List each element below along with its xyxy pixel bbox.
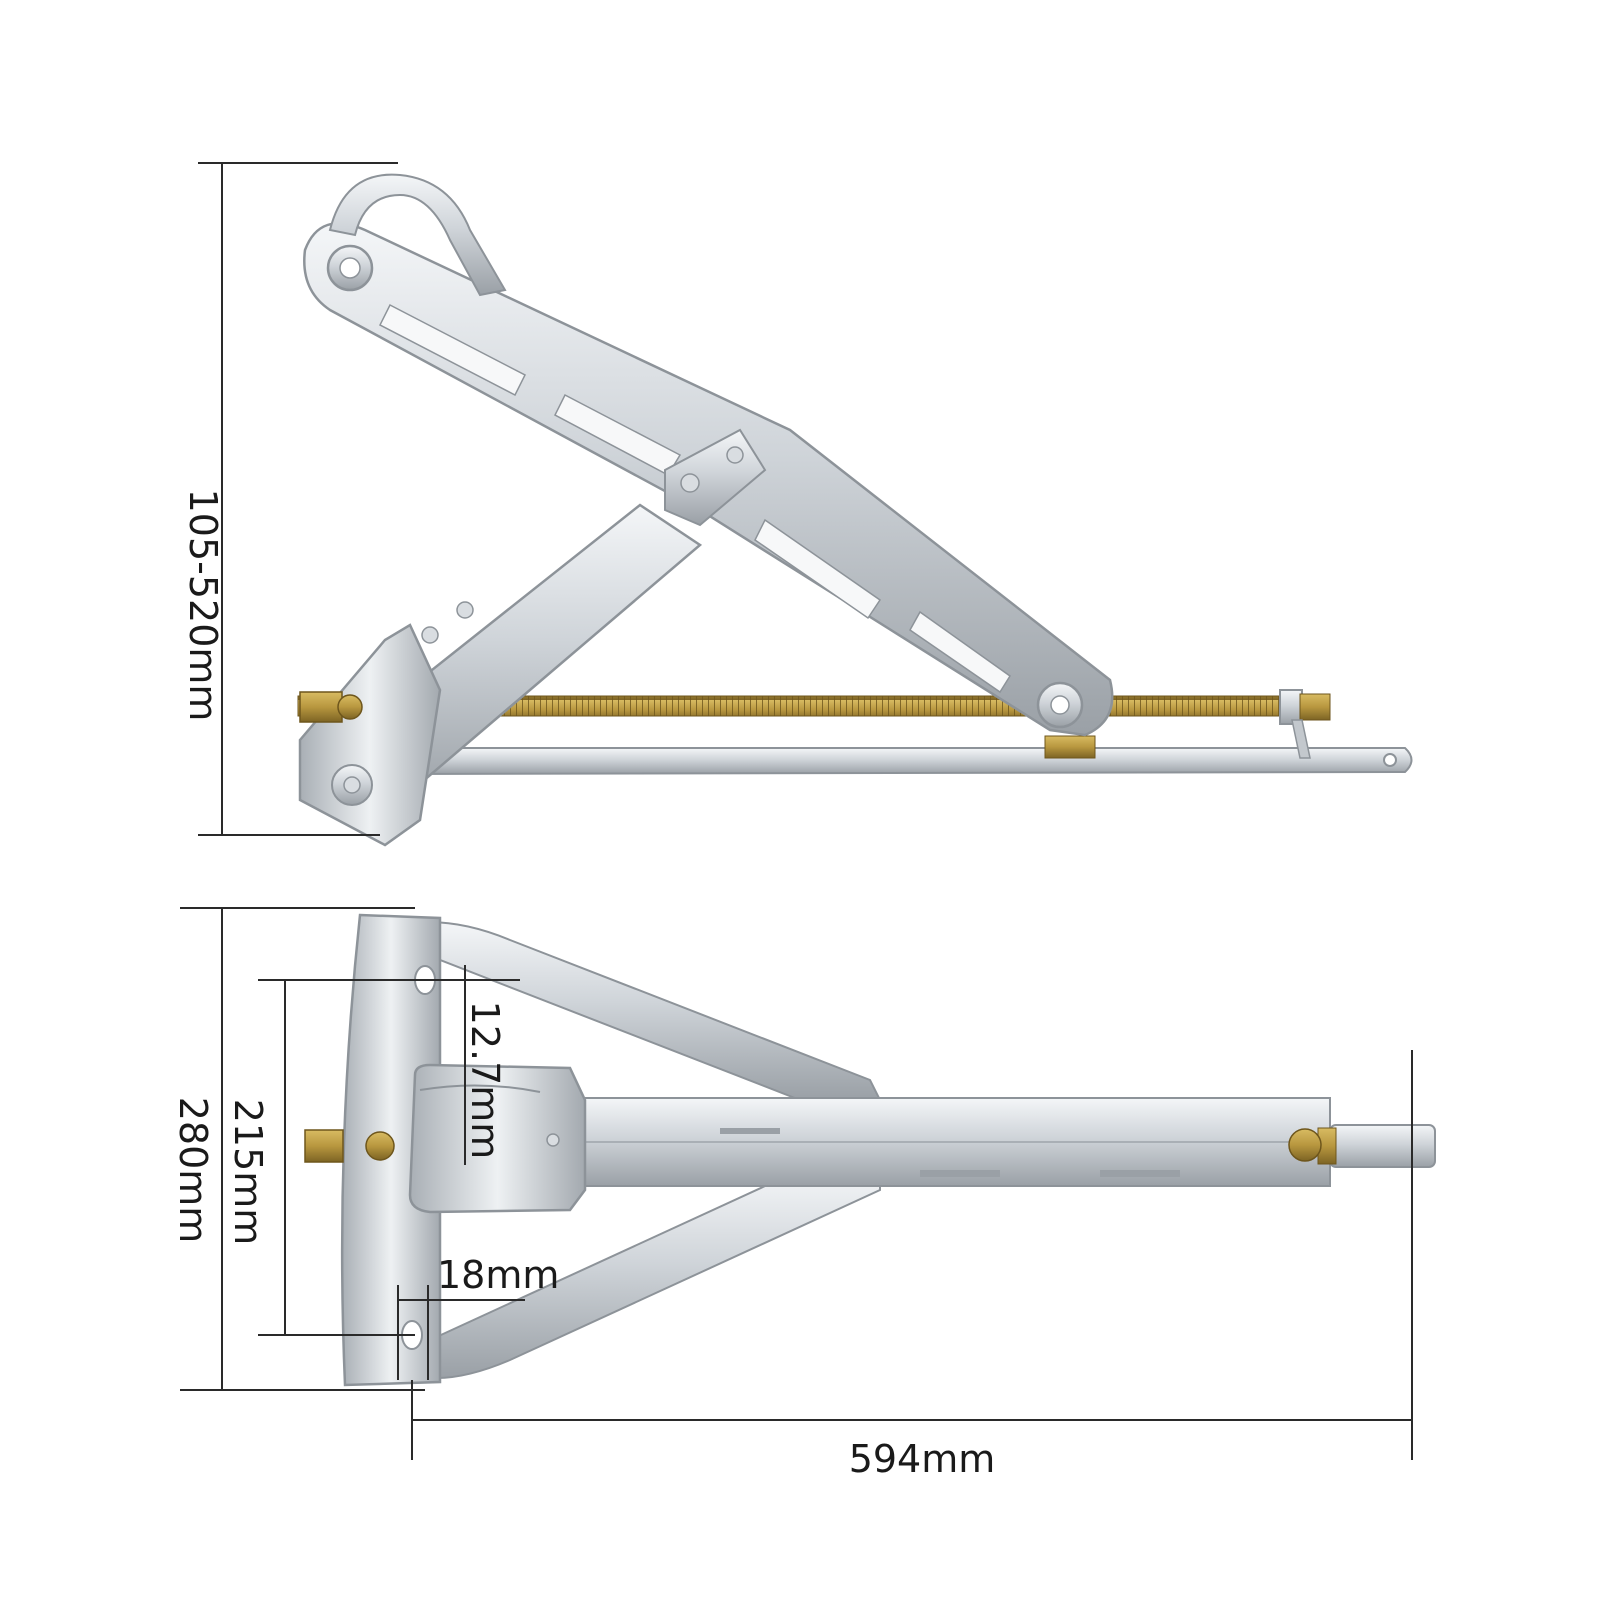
beam-slot xyxy=(920,1170,1000,1177)
slide-block xyxy=(1044,735,1096,759)
left-brass-nut xyxy=(299,691,343,723)
left-foot-pivot-center xyxy=(343,776,361,794)
top-hook xyxy=(328,173,507,297)
housing-bolt xyxy=(546,1133,560,1147)
center-housing xyxy=(408,1063,587,1214)
base-bar xyxy=(404,747,1413,776)
height-range-label: 105-520mm xyxy=(181,489,225,722)
rod-bracket xyxy=(1291,719,1311,759)
top-view-dimensions: 280mm 215mm 12.7mm 18mm 594mm xyxy=(171,907,1413,1481)
jack-side-view xyxy=(297,173,1413,847)
right-pivot-hole xyxy=(1050,695,1070,715)
beam-slot xyxy=(1100,1170,1180,1177)
center-pivot-bolt xyxy=(726,446,744,464)
base-bar-hole xyxy=(1383,753,1397,767)
edge-offset-label: 18mm xyxy=(437,1253,559,1297)
upper-arm-slot xyxy=(378,303,527,397)
shaft-end-nut xyxy=(1288,1128,1322,1162)
top-pivot-hole xyxy=(339,257,361,279)
jack-top-view xyxy=(304,913,1436,1387)
upper-arm-slot xyxy=(754,518,882,620)
end-shaft xyxy=(1329,1124,1436,1168)
center-pivot-bolt xyxy=(680,473,700,493)
lower-arm-bolt xyxy=(456,601,474,619)
upper-arm-slot xyxy=(909,610,1012,694)
rod-end-nut xyxy=(1279,689,1303,725)
height-dimension: 105-520mm xyxy=(181,162,398,836)
hole-spacing-label: 215mm xyxy=(226,1099,270,1246)
left-brass-washer xyxy=(337,694,363,720)
beam-slot xyxy=(720,1128,780,1134)
tube-size-label: 12.7mm xyxy=(463,1001,507,1160)
rod-tip xyxy=(1299,693,1331,721)
length-label: 594mm xyxy=(849,1437,996,1481)
housing-edge xyxy=(419,1084,541,1093)
overall-width-label: 280mm xyxy=(171,1097,215,1244)
base-brass-nut xyxy=(365,1131,395,1161)
left-foot xyxy=(298,623,442,847)
lower-arm-bolt xyxy=(421,626,439,644)
base-brass-bolt xyxy=(304,1129,344,1163)
